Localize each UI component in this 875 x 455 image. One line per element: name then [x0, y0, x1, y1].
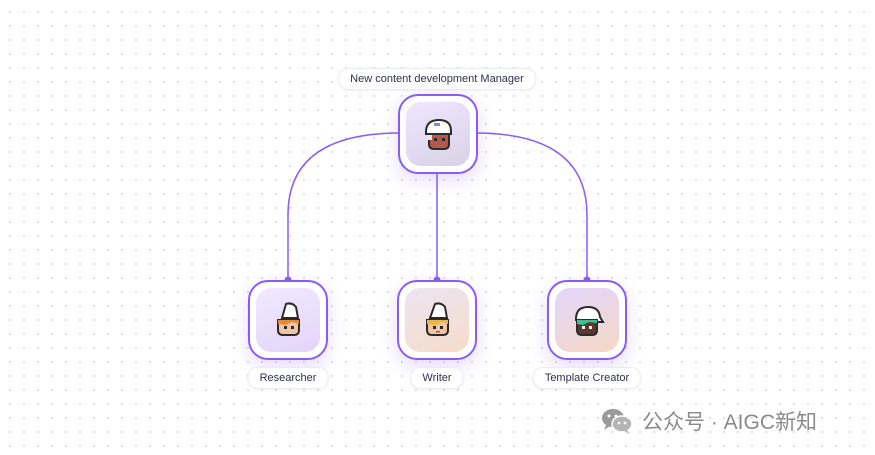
writer-label: Writer: [410, 367, 464, 389]
template-creator-node[interactable]: [547, 280, 627, 360]
researcher-node[interactable]: [248, 280, 328, 360]
connector-manager-template-creator: [474, 132, 588, 280]
researcher-label: Researcher: [247, 367, 329, 389]
wechat-icon: [600, 407, 634, 435]
watermark-text: 公众号 · AIGC新知: [642, 411, 818, 434]
manager-avatar-icon: [425, 118, 452, 150]
manager-label: New content development Manager: [338, 68, 536, 90]
writer-node[interactable]: [397, 280, 477, 360]
watermark: 公众号 · AIGC新知: [600, 405, 817, 437]
researcher-avatar-icon: [277, 302, 300, 336]
manager-node[interactable]: [398, 94, 478, 174]
writer-avatar-icon: [426, 302, 449, 336]
template-creator-avatar-icon: [575, 305, 605, 336]
connector-manager-researcher: [287, 132, 401, 280]
template-creator-label: Template Creator: [532, 367, 642, 389]
